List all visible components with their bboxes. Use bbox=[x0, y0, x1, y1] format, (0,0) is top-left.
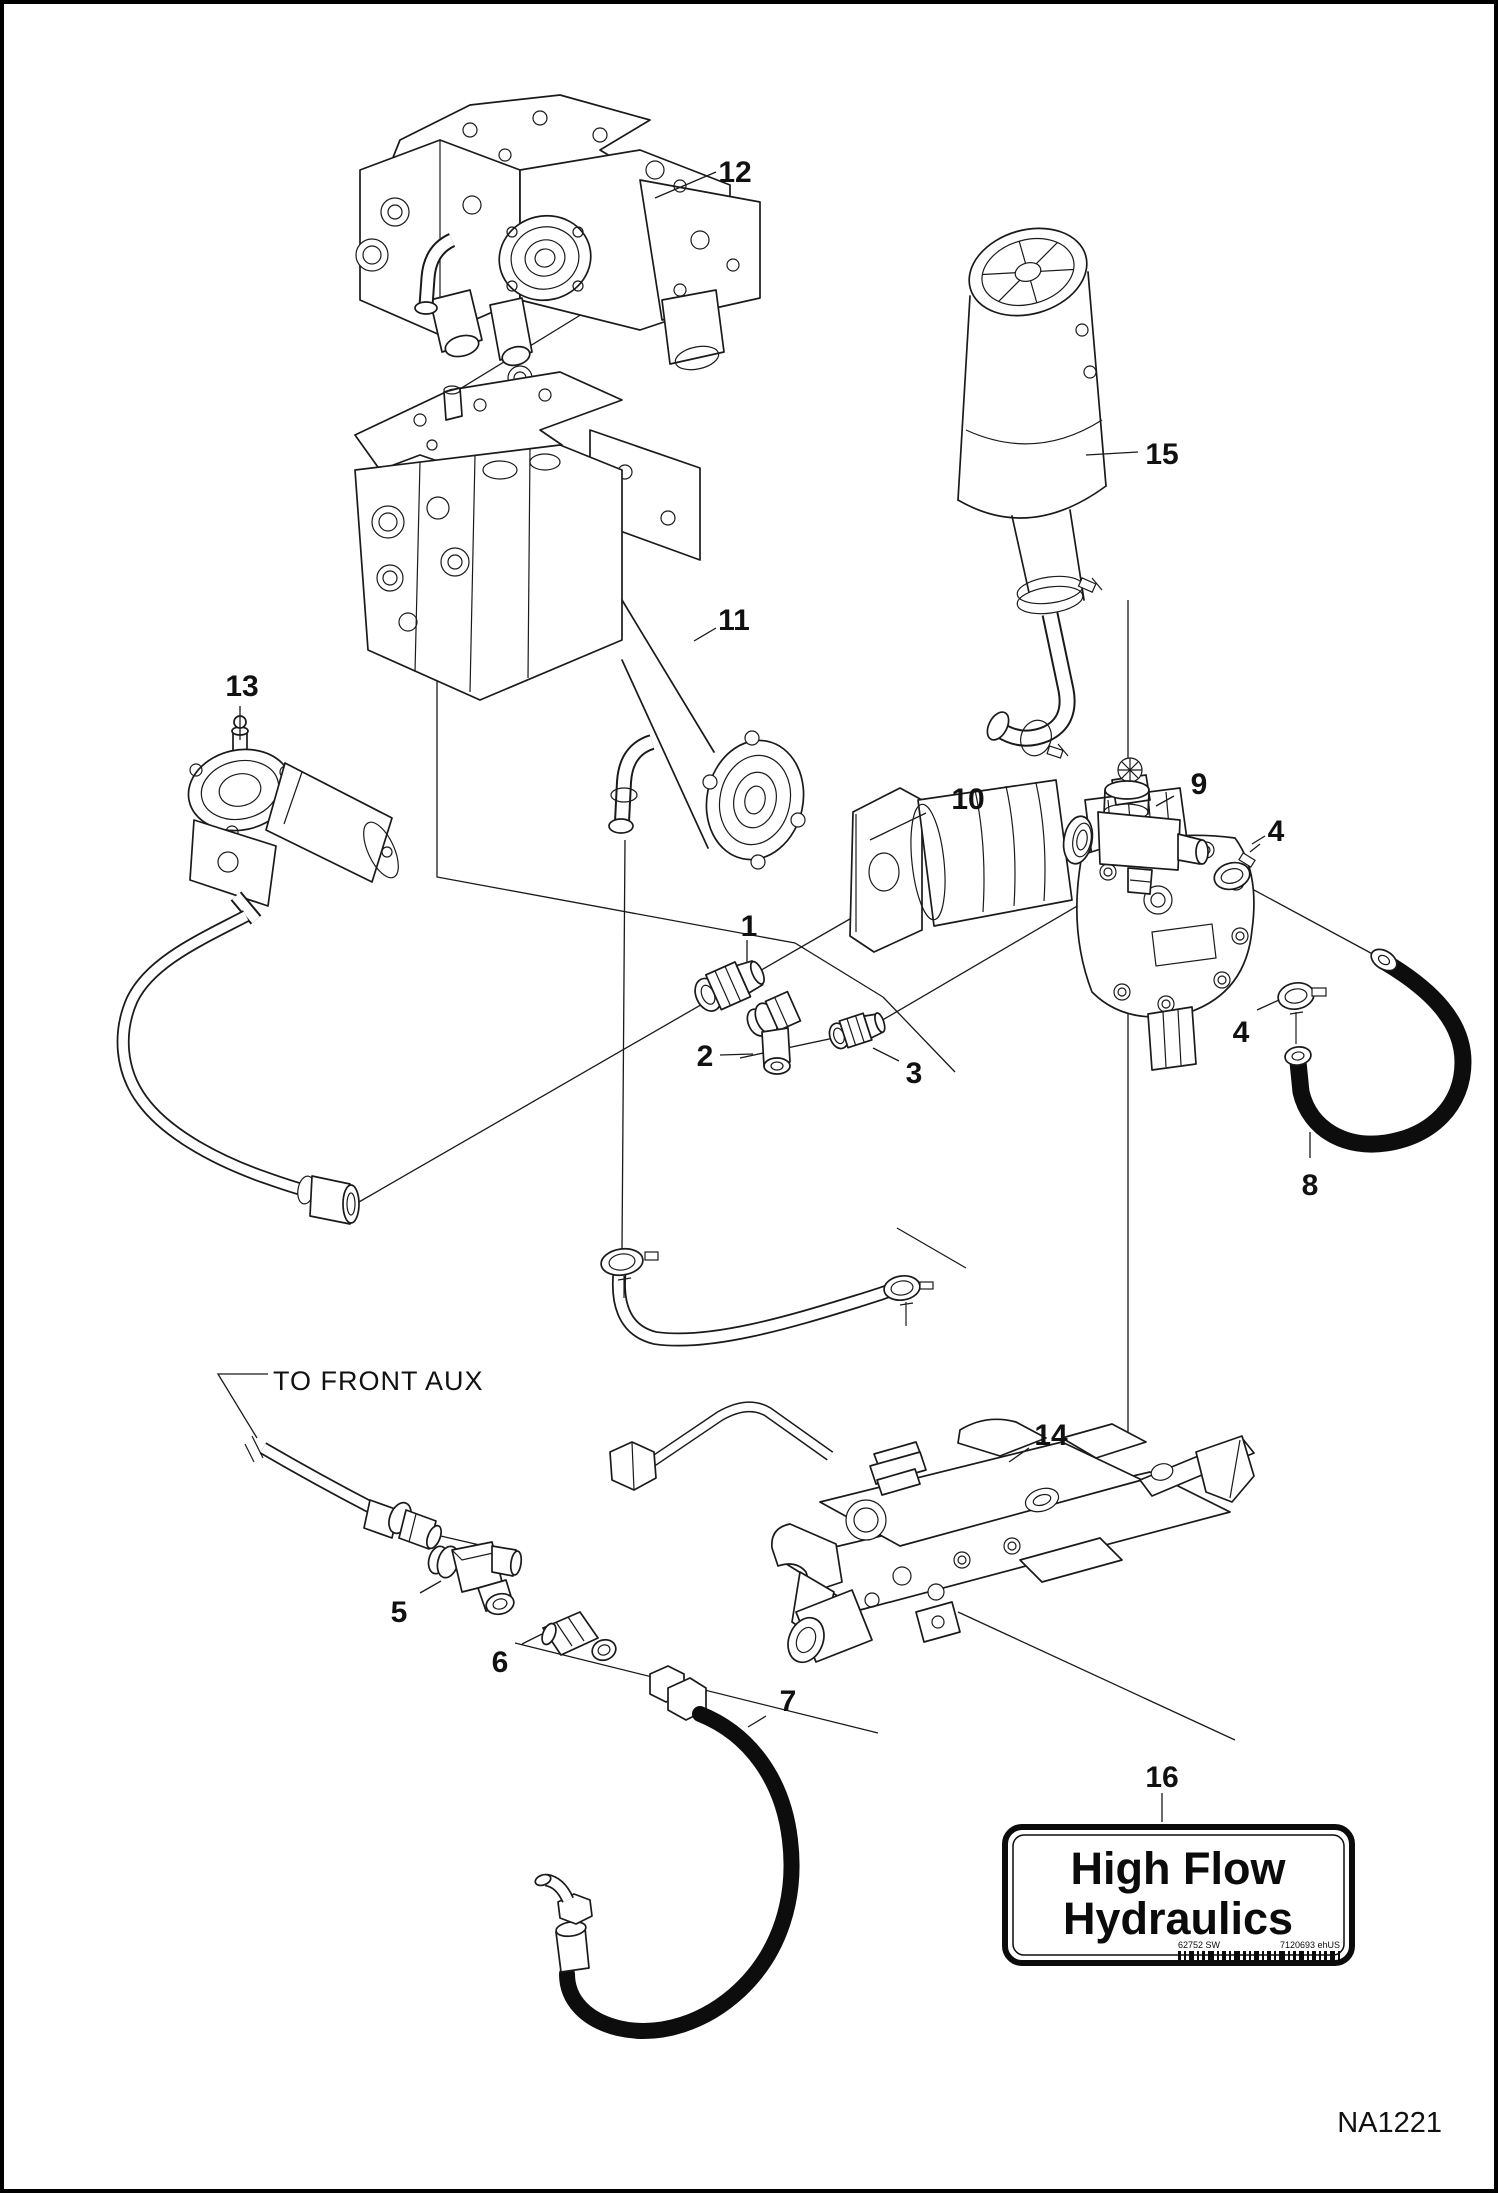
part-11-pump-with-bracket bbox=[354, 371, 806, 870]
part-15-filter-canister bbox=[957, 227, 1107, 759]
decal-line2: Hydraulics bbox=[1063, 1893, 1293, 1944]
callout-1: 1 bbox=[741, 910, 758, 943]
callout-10: 10 bbox=[951, 783, 984, 816]
to-front-aux-label: TO FRONT AUX bbox=[273, 1366, 484, 1396]
part-1-fitting bbox=[694, 960, 765, 1012]
part-10-gear-pump bbox=[849, 757, 1255, 1071]
callout-16: 16 bbox=[1145, 1761, 1178, 1794]
callout-7: 7 bbox=[780, 1685, 797, 1718]
part-13-motor-pump bbox=[116, 715, 399, 1225]
part-5-tee-fitting bbox=[427, 1541, 523, 1616]
decal-border bbox=[1002, 1824, 1355, 1966]
callout-11: 11 bbox=[718, 604, 750, 637]
callout-8: 8 bbox=[1302, 1169, 1319, 1202]
part-8-hose bbox=[1284, 948, 1472, 1153]
callout-6: 6 bbox=[492, 1646, 509, 1679]
drawing-code: NA1221 bbox=[1337, 2107, 1442, 2139]
part-7-hose bbox=[534, 1665, 800, 2039]
callout-2: 2 bbox=[697, 1040, 714, 1073]
callout-15: 15 bbox=[1145, 438, 1178, 471]
part-6-fitting bbox=[541, 1611, 617, 1662]
callout-9: 9 bbox=[1191, 768, 1208, 801]
decal-code-right: 7120693 ehUS bbox=[1280, 1940, 1340, 1950]
leader-lines bbox=[239, 171, 1311, 1822]
callout-5: 5 bbox=[391, 1596, 408, 1629]
callout-13: 13 bbox=[225, 670, 258, 703]
white-formed-hose bbox=[600, 1247, 934, 1347]
callout-4a: 4 bbox=[1268, 815, 1285, 848]
part-14-control-valve bbox=[609, 1401, 1255, 1664]
part-16-decal: High Flow Hydraulics 62752 SW 7120693 eh… bbox=[1002, 1824, 1355, 1966]
part-4-clamp-lower bbox=[1277, 981, 1327, 1044]
decal-line1: High Flow bbox=[1071, 1843, 1287, 1894]
callout-12: 12 bbox=[718, 156, 751, 189]
part-9-tee-fitting bbox=[1062, 780, 1209, 895]
callout-14: 14 bbox=[1034, 1419, 1068, 1452]
part-2-elbow-fitting bbox=[746, 990, 802, 1075]
front-aux-hose-stub bbox=[216, 1373, 443, 1550]
part-3-fitting bbox=[828, 1012, 886, 1050]
part-4-clamp-upper bbox=[1213, 843, 1261, 891]
decal-barcode bbox=[1178, 1951, 1340, 1962]
part-12-tandem-pump bbox=[355, 94, 761, 391]
callout-3: 3 bbox=[906, 1057, 923, 1090]
callout-labels: 12 15 11 13 9 10 4 1 2 3 4 8 5 6 7 14 16 bbox=[225, 156, 1318, 1794]
callout-4b: 4 bbox=[1233, 1016, 1250, 1049]
decal-code-left: 62752 SW bbox=[1178, 1940, 1221, 1950]
